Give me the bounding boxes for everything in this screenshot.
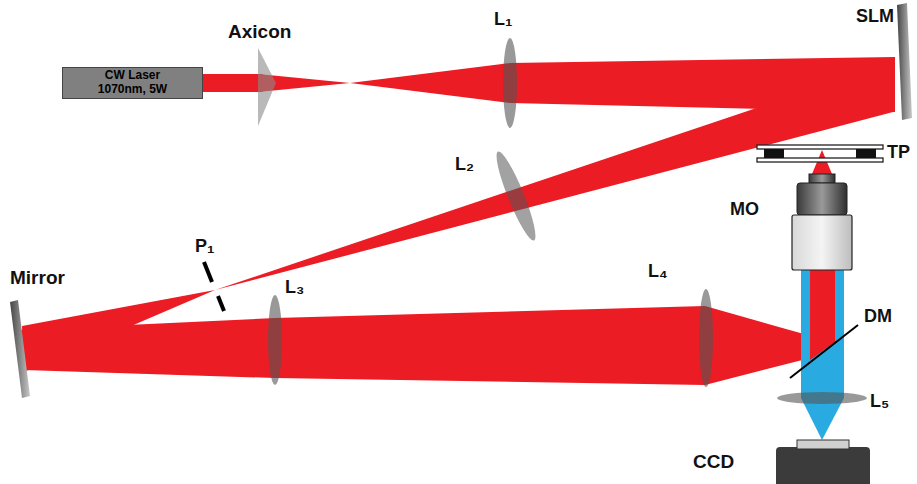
dichroic-mirror [790, 325, 858, 378]
laser-box: CW Laser 1070nm, 5W [62, 67, 203, 99]
lens [699, 289, 713, 387]
laser-beam [20, 57, 895, 385]
part-label: L₂ [455, 155, 474, 175]
ccd-camera [776, 440, 870, 484]
lens [777, 392, 867, 404]
part-label: L₁ [494, 10, 512, 30]
part-label: TP [887, 143, 910, 163]
part-label: CCD [693, 452, 734, 473]
part-label: L₃ [285, 278, 304, 298]
part-label: Mirror [10, 268, 65, 289]
pinhole [204, 262, 224, 311]
part-label: Axicon [228, 22, 291, 43]
lens [503, 38, 517, 128]
microscope-objective [792, 174, 852, 270]
part-label: L₄ [648, 262, 668, 282]
part-label: P₁ [195, 237, 214, 257]
slm-panel [897, 3, 912, 120]
sample-plate [757, 145, 883, 162]
part-label: MO [730, 200, 759, 220]
lens [268, 295, 282, 385]
axicon-prism [258, 48, 276, 126]
mirror [10, 300, 30, 398]
part-label: DM [864, 307, 892, 327]
part-label: SLM [856, 7, 894, 27]
lens [491, 148, 542, 243]
part-label: L₅ [870, 392, 889, 412]
imaging-beam [801, 270, 844, 440]
device-label: CW Laser 1070nm, 5W [87, 69, 179, 97]
